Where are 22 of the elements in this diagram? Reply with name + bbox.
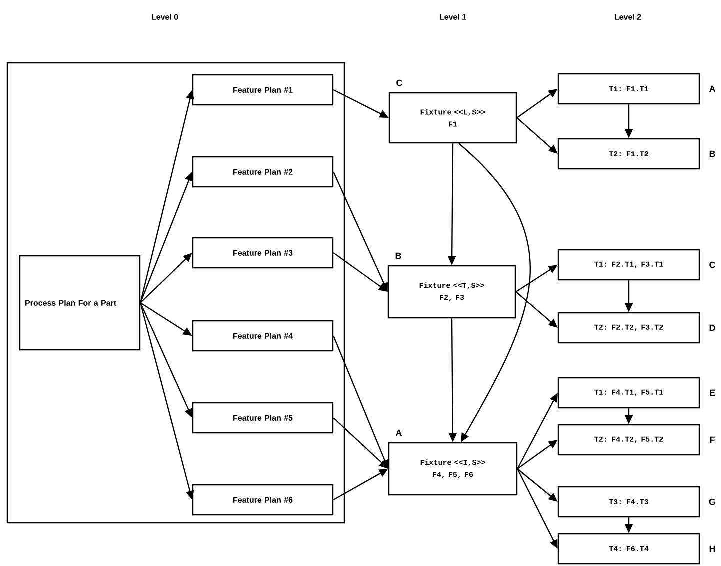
feature-plan-box: Feature Plan #2 bbox=[192, 156, 334, 188]
node-letter: H bbox=[710, 546, 716, 552]
node-letter: B bbox=[710, 150, 716, 158]
node-letter: D bbox=[710, 324, 716, 332]
level-heading: Level 0 bbox=[152, 14, 178, 20]
node-letter: C bbox=[396, 80, 402, 86]
node-letter: A bbox=[709, 86, 716, 92]
feature-plan-box: Feature Plan #6 bbox=[192, 484, 334, 516]
node-letter: E bbox=[710, 390, 716, 396]
group-frame bbox=[6, 62, 346, 524]
node-letter: C bbox=[710, 262, 716, 268]
node-letter: G bbox=[709, 498, 716, 506]
feature-plan-box: Feature Plan #3 bbox=[192, 237, 334, 269]
level-heading: Level 1 bbox=[440, 14, 466, 20]
node-letter: F bbox=[710, 436, 715, 444]
feature-plan-box: Feature Plan #1 bbox=[192, 74, 334, 106]
level-heading: Level 2 bbox=[614, 14, 642, 20]
feature-plan-box: Feature Plan #4 bbox=[192, 320, 334, 352]
node-letter: A bbox=[396, 430, 402, 436]
process-plan-box: Process Plan For a Part bbox=[19, 255, 141, 351]
node-letter: B bbox=[396, 252, 402, 260]
feature-plan-box: Feature Plan #5 bbox=[192, 402, 334, 434]
